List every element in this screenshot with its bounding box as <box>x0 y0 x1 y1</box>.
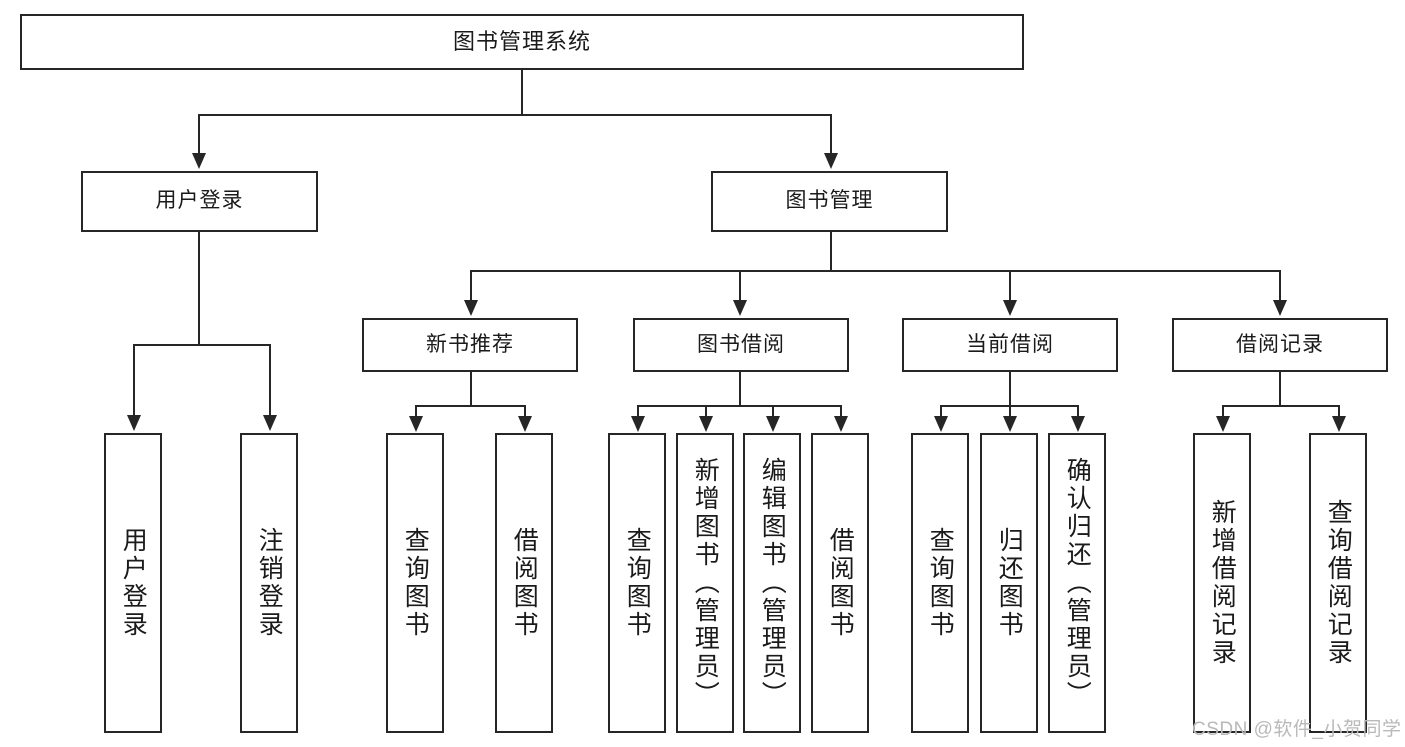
arrow-to-user-login <box>192 153 206 169</box>
node-leaf-borrow-book-2[interactable]: 借阅图书 <box>811 433 869 733</box>
arrow-to-leaf-query-book-1 <box>409 416 423 432</box>
connector-level3-drop-4 <box>1279 270 1281 302</box>
connector-book-borrow-bus <box>637 405 841 407</box>
connector-current-borrow-stem <box>1009 372 1011 406</box>
arrow-to-leaf-query-book-2 <box>631 416 645 432</box>
watermark-text: CSDN @软件_小贺同学 <box>1192 719 1402 740</box>
node-user-login[interactable]: 用户登录 <box>81 171 318 232</box>
node-label: 确认归还（管理员） <box>1063 457 1092 709</box>
arrow-to-leaf-return-book <box>1003 416 1017 432</box>
connector-user-login-bus <box>133 344 270 346</box>
connector-book-borrow-drop-1 <box>637 405 639 418</box>
node-book-borrow[interactable]: 图书借阅 <box>633 318 849 372</box>
node-label: 查询图书 <box>623 527 652 639</box>
node-label: 新增图书（管理员） <box>691 457 720 709</box>
connector-borrow-record-drop-2 <box>1338 405 1340 418</box>
connector-current-borrow-drop-2 <box>1009 405 1011 418</box>
node-current-borrow[interactable]: 当前借阅 <box>902 318 1118 372</box>
arrow-to-new-book-recommend <box>464 300 478 316</box>
arrow-to-leaf-confirm-return-admin <box>1071 416 1085 432</box>
connector-borrow-record-drop-1 <box>1222 405 1224 418</box>
node-leaf-edit-book-admin[interactable]: 编辑图书（管理员） <box>743 433 801 733</box>
connector-user-login-drop-2 <box>269 344 271 417</box>
arrow-to-book-management <box>824 153 838 169</box>
connector-level2-drop-book-management <box>830 114 832 155</box>
arrow-to-leaf-borrow-book-2 <box>834 416 848 432</box>
connector-level2-bus <box>198 114 831 116</box>
node-label: 当前借阅 <box>966 332 1054 356</box>
node-label: 图书管理系统 <box>452 29 591 55</box>
node-label: 借阅记录 <box>1236 332 1324 356</box>
node-label: 借阅图书 <box>510 527 539 639</box>
node-leaf-query-book-3[interactable]: 查询图书 <box>911 433 969 733</box>
connector-book-borrow-drop-3 <box>772 405 774 418</box>
node-leaf-return-book[interactable]: 归还图书 <box>980 433 1038 733</box>
node-leaf-add-borrow-record[interactable]: 新增借阅记录 <box>1193 433 1251 733</box>
connector-book-management-stem <box>830 232 832 271</box>
node-label: 新增借阅记录 <box>1208 499 1237 667</box>
connector-book-borrow-drop-2 <box>705 405 707 418</box>
arrow-to-leaf-query-book-3 <box>934 416 948 432</box>
connector-borrow-record-stem <box>1279 372 1281 406</box>
node-label: 新书推荐 <box>426 332 514 356</box>
node-leaf-query-borrow-record[interactable]: 查询借阅记录 <box>1309 433 1367 733</box>
arrow-to-leaf-add-book-admin <box>699 416 713 432</box>
connector-book-borrow-stem <box>739 372 741 406</box>
arrow-to-leaf-add-borrow-record <box>1216 416 1230 432</box>
arrow-to-leaf-edit-book-admin <box>766 416 780 432</box>
connector-new-book-recommend-stem <box>470 372 472 406</box>
arrow-to-leaf-logout-login <box>263 415 277 431</box>
node-new-book-recommend[interactable]: 新书推荐 <box>362 318 578 372</box>
node-label: 查询图书 <box>401 527 430 639</box>
arrow-to-borrow-record <box>1273 300 1287 316</box>
node-leaf-query-book-2[interactable]: 查询图书 <box>608 433 666 733</box>
node-leaf-confirm-return-admin[interactable]: 确认归还（管理员） <box>1048 433 1106 733</box>
node-label: 编辑图书（管理员） <box>758 457 787 709</box>
connector-new-book-recommend-drop-1 <box>415 405 417 418</box>
node-label: 查询借阅记录 <box>1324 499 1353 667</box>
arrow-to-leaf-user-login <box>127 415 141 431</box>
connector-book-borrow-drop-4 <box>840 405 842 418</box>
connector-user-login-stem <box>198 232 200 345</box>
node-leaf-logout-login[interactable]: 注销登录 <box>240 433 298 733</box>
connector-level3-drop-3 <box>1009 270 1011 302</box>
node-leaf-add-book-admin[interactable]: 新增图书（管理员） <box>676 433 734 733</box>
node-label: 查询图书 <box>926 527 955 639</box>
node-label: 借阅图书 <box>826 527 855 639</box>
arrow-to-leaf-query-borrow-record <box>1332 416 1346 432</box>
node-book-management[interactable]: 图书管理 <box>711 171 948 232</box>
connector-new-book-recommend-bus <box>415 405 526 407</box>
node-label: 用户登录 <box>155 189 244 213</box>
node-root-system[interactable]: 图书管理系统 <box>20 14 1024 70</box>
node-label: 归还图书 <box>995 527 1024 639</box>
node-label: 图书借阅 <box>697 332 785 356</box>
connector-current-borrow-drop-3 <box>1077 405 1079 418</box>
node-leaf-user-login[interactable]: 用户登录 <box>104 433 162 733</box>
node-label: 注销登录 <box>255 527 284 639</box>
connector-level3-drop-1 <box>470 270 472 302</box>
connector-level3-drop-2 <box>739 270 741 302</box>
node-leaf-borrow-book-1[interactable]: 借阅图书 <box>495 433 553 733</box>
node-leaf-query-book-1[interactable]: 查询图书 <box>386 433 444 733</box>
arrow-to-book-borrow <box>733 300 747 316</box>
node-label: 图书管理 <box>785 189 874 213</box>
connector-level2-drop-user-login <box>198 114 200 155</box>
node-label: 用户登录 <box>119 527 148 639</box>
connector-borrow-record-bus <box>1222 405 1340 407</box>
arrow-to-leaf-borrow-book-1 <box>518 416 532 432</box>
connector-new-book-recommend-drop-2 <box>524 405 526 418</box>
connector-level3-bus <box>470 270 1280 272</box>
connector-root-stem <box>521 70 523 115</box>
node-borrow-record[interactable]: 借阅记录 <box>1172 318 1388 372</box>
arrow-to-current-borrow <box>1003 300 1017 316</box>
connector-current-borrow-drop-1 <box>940 405 942 418</box>
connector-user-login-drop-1 <box>133 344 135 417</box>
